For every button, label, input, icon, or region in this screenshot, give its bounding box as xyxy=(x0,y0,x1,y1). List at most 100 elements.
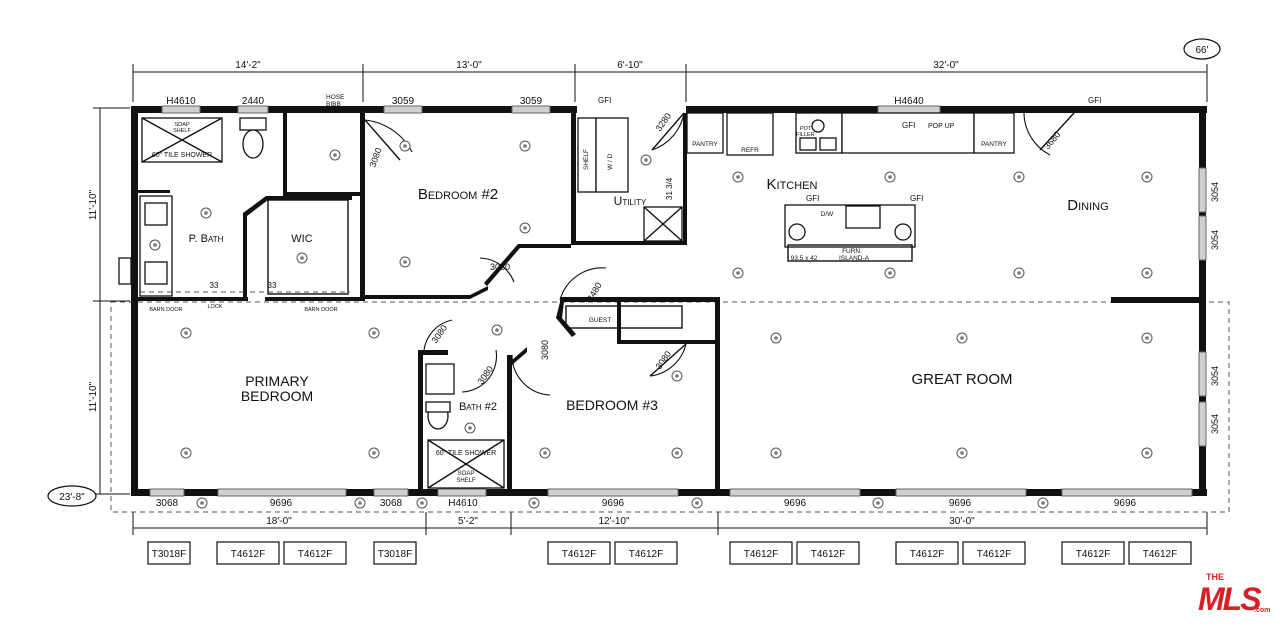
label-furn: FURN. xyxy=(842,248,862,255)
label-9696-b: 9696 xyxy=(602,498,625,509)
label-gfi-popup: GFI xyxy=(902,121,915,130)
label-33-a: 33 xyxy=(210,281,219,290)
label-w-d: W / D xyxy=(607,153,614,170)
label-lock: LOCK xyxy=(208,304,223,310)
label-9696-c: 9696 xyxy=(784,498,807,509)
label-3059-a: 3059 xyxy=(392,96,415,107)
label-h4640: H4640 xyxy=(894,96,924,107)
room-utility: Utility xyxy=(614,194,647,208)
label-3080-bed2: 3080 xyxy=(367,146,383,168)
mls-logo-mark: MLS xyxy=(1198,581,1262,617)
dim-bottom-1: 18'-0" xyxy=(266,516,292,527)
mls-logo-the: THE xyxy=(1206,572,1224,582)
label-refr: REFR xyxy=(741,147,759,154)
fixtures xyxy=(118,112,1015,489)
label-island: ISLAND-A xyxy=(839,255,870,262)
room-dining: Dining xyxy=(1067,197,1108,214)
label-33-b: 33 xyxy=(268,281,277,290)
label-island-size: 93.5 x 42 xyxy=(791,255,818,262)
dim-top-2: 13'-0" xyxy=(456,60,482,71)
overall-depth-callout: 23'-8" xyxy=(47,485,97,507)
spec-box-2: T4612F xyxy=(231,549,265,560)
windows xyxy=(149,105,1207,497)
label-gfi-island-right: GFI xyxy=(910,194,923,203)
room-p-bath: P. Bath xyxy=(189,233,224,245)
label-pantry-1: PANTRY xyxy=(692,141,718,148)
dim-top-1: 14'-2" xyxy=(235,60,261,71)
top-dimensions: 14'-2" 13'-0" 6'-10" 32'-0" xyxy=(132,60,1208,102)
label-gfi-island-left: GFI xyxy=(806,194,819,203)
label-3054-a: 3054 xyxy=(1210,182,1220,202)
light-fixtures xyxy=(149,140,1153,509)
spec-box-11: T4612F xyxy=(1076,549,1110,560)
spec-box-10: T4612F xyxy=(977,549,1011,560)
room-labels: Bedroom #2 Kitchen Utility Dining P. Bat… xyxy=(189,176,1109,413)
label-3080-pbed: 3080 xyxy=(429,323,449,345)
spec-box-1: T3018F xyxy=(152,549,186,560)
room-bath-2: Bath #2 xyxy=(459,401,497,413)
label-h4610-top: H4610 xyxy=(166,96,196,107)
label-3080-bed3: 3080 xyxy=(540,340,550,360)
room-kitchen: Kitchen xyxy=(767,176,818,193)
label-gfi-top: GFI xyxy=(1088,96,1101,105)
overall-length-callout: 66' xyxy=(1183,38,1221,60)
spec-box-9: T4612F xyxy=(910,549,944,560)
label-h4610-bottom: H4610 xyxy=(448,498,478,509)
label-3680: 3680 xyxy=(1042,130,1063,152)
dim-bottom-3: 12'-10" xyxy=(598,516,629,527)
spec-box-7: T4612F xyxy=(744,549,778,560)
label-3054-d: 3054 xyxy=(1210,414,1220,434)
spec-box-3: T4612F xyxy=(298,549,332,560)
left-dimensions: 11'-10" 11'-10" xyxy=(88,107,130,495)
room-primary-line1: PRIMARY xyxy=(245,373,309,389)
label-9696-a: 9696 xyxy=(270,498,293,509)
label-2440: 2440 xyxy=(242,96,265,107)
label-gfi-utility: GFI xyxy=(598,96,611,105)
label-31-3-4: 31 3/4 xyxy=(665,177,674,200)
spec-box-8: T4612F xyxy=(811,549,845,560)
spec-box-4: T3018F xyxy=(378,549,412,560)
label-pantry-2: PANTRY xyxy=(981,141,1007,148)
label-pop-up: POP UP xyxy=(928,123,955,130)
overall-length: 66' xyxy=(1195,45,1208,56)
room-bedroom-2: Bedroom #2 xyxy=(418,186,498,203)
spec-box-5: T4612F xyxy=(562,549,596,560)
window-spec-boxes: T3018F T4612F T4612F T3018F T4612F T4612… xyxy=(147,541,1192,565)
label-3080-hall: 3080 xyxy=(490,262,510,272)
dim-top-4: 32'-0" xyxy=(933,60,959,71)
mls-logo-com: .com xyxy=(1254,607,1270,614)
label-tile-shower-1: 60" TILE SHOWER xyxy=(152,152,212,159)
dim-left-1: 11'-10" xyxy=(88,189,99,220)
label-barn-door-1: BARN DOOR xyxy=(149,307,182,313)
room-bedroom-3: BEDROOM #3 xyxy=(566,397,658,413)
label-tile-shower-2: 60" TILE SHOWER xyxy=(436,450,496,457)
module-outline xyxy=(110,301,1230,513)
label-3054-c: 3054 xyxy=(1210,366,1220,386)
mls-logo: THE MLS .com xyxy=(1198,572,1270,617)
label-3080-bath2: 3080 xyxy=(475,364,495,386)
room-great-room: GREAT ROOM xyxy=(911,371,1012,388)
label-3068-a: 3068 xyxy=(156,498,179,509)
spec-box-6: T4612F xyxy=(629,549,663,560)
label-shelf: SHELF xyxy=(583,149,590,170)
label-9696-e: 9696 xyxy=(1114,498,1137,509)
label-barn-door-2: BARN DOOR xyxy=(304,307,337,313)
label-dw: D/W xyxy=(821,211,835,218)
room-primary-line2: BEDROOM xyxy=(241,388,313,404)
doors xyxy=(364,112,1075,396)
label-3068-b: 3068 xyxy=(380,498,403,509)
spec-box-12: T4612F xyxy=(1143,549,1177,560)
dim-left-2: 11'-10" xyxy=(88,381,99,412)
label-3054-b: 3054 xyxy=(1210,230,1220,250)
label-guest: GUEST xyxy=(589,317,611,324)
label-3059-b: 3059 xyxy=(520,96,543,107)
dim-bottom-2: 5'-2" xyxy=(458,516,478,527)
label-9696-d: 9696 xyxy=(949,498,972,509)
bottom-dimensions: 18'-0" 5'-2" 12'-10" 30'-0" xyxy=(132,512,1208,535)
overall-depth: 23'-8" xyxy=(59,492,85,503)
